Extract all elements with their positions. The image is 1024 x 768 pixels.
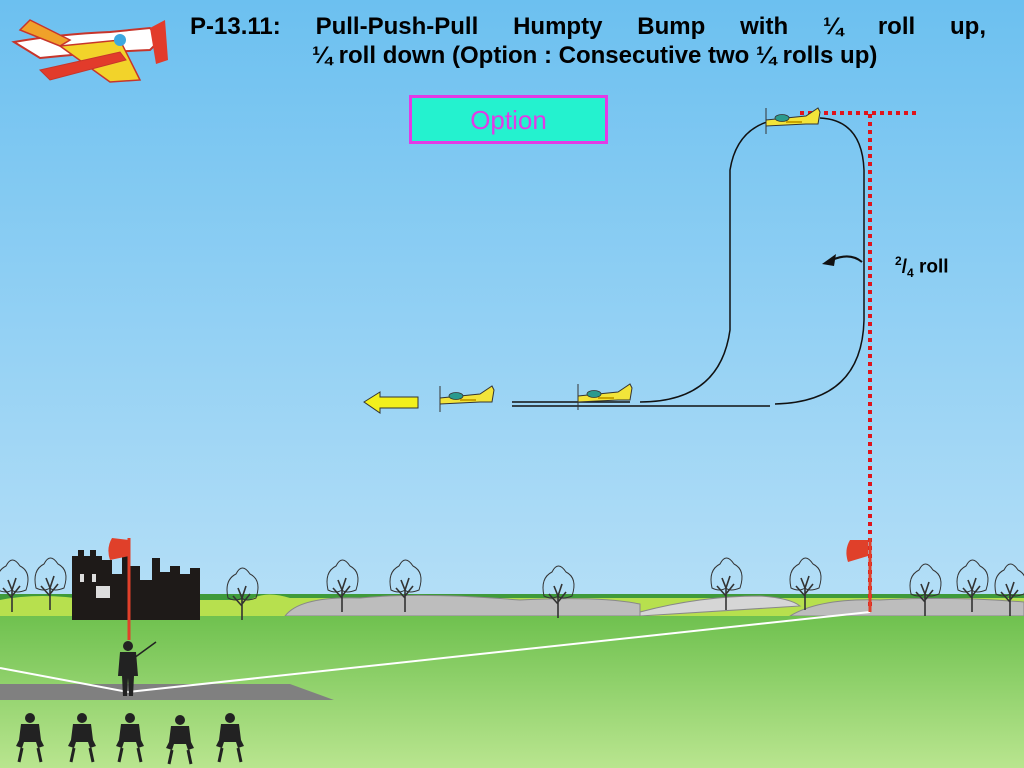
roll-denominator: 4: [906, 266, 914, 281]
castle-icon: [72, 550, 200, 620]
pattern-logo-plane-icon: [11, 19, 168, 83]
pilot-icon: [118, 641, 157, 696]
roll-numerator: 2: [895, 254, 902, 268]
title-line-2: ¼ roll down (Option : Consecutive two ¼ …: [312, 42, 878, 69]
flag-icon: [846, 538, 872, 612]
direction-arrow-icon: [363, 391, 419, 414]
flag-icon: [108, 538, 131, 640]
option-label-box: Option: [409, 95, 608, 144]
maneuver-title: P-13.11: Pull-Push-Pull Humpty Bump with…: [190, 12, 986, 70]
flight-path: [512, 117, 865, 407]
roll-text: roll: [918, 256, 949, 278]
roll-slash: /: [901, 256, 907, 278]
roll-label: 2/4 roll: [895, 254, 949, 280]
title-line-1: P-13.11: Pull-Push-Pull Humpty Bump with…: [190, 13, 986, 40]
